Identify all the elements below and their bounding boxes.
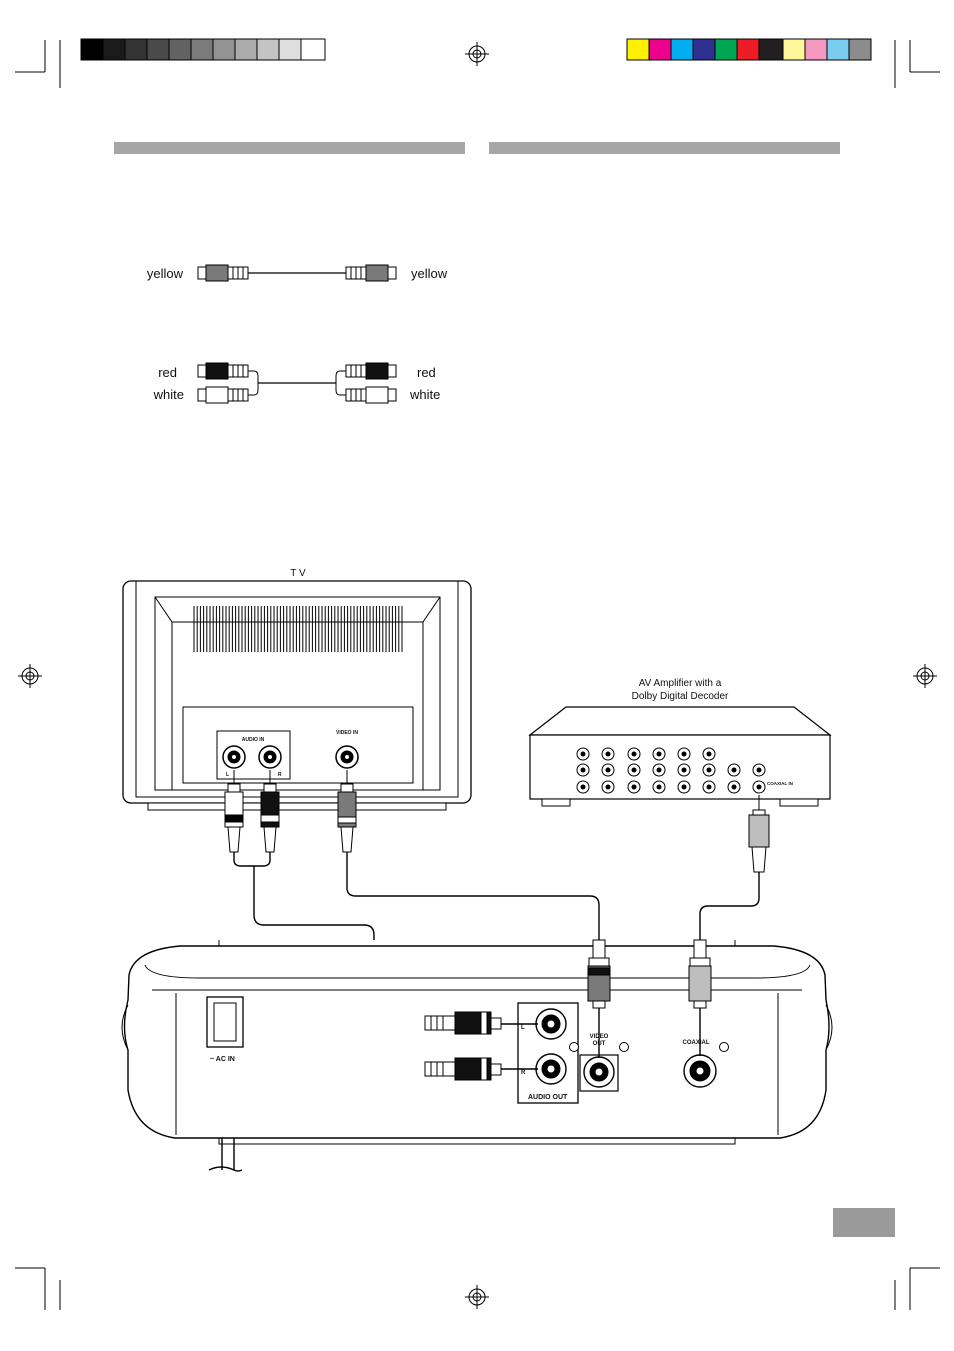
coaxial-out-label: COAXIAL xyxy=(683,1040,710,1046)
tv-vent-grille xyxy=(193,606,403,652)
amp-jack xyxy=(652,780,666,794)
player-audio-l-jack xyxy=(535,1008,567,1040)
audio-white-right-label: white xyxy=(409,387,440,402)
tv-title: T V xyxy=(290,568,306,579)
white-plug-right xyxy=(345,386,397,404)
crop-marks xyxy=(15,40,940,1310)
amp-jack xyxy=(652,747,666,761)
grayscale-strip xyxy=(80,38,326,61)
red-plug-left xyxy=(197,362,249,380)
video-right-label: yellow xyxy=(411,266,448,281)
amp-coaxial-in-label: COAXIAL IN xyxy=(767,781,793,786)
tv-red-audio-plug xyxy=(260,770,280,853)
player-audio-l-plug xyxy=(424,1011,538,1035)
amp-jack xyxy=(727,763,741,777)
yellow-plug-left xyxy=(197,264,249,282)
amp-jack xyxy=(677,763,691,777)
registration-target-left xyxy=(18,664,42,688)
amp-jack xyxy=(702,747,716,761)
audio-out-l-label: L xyxy=(521,1025,525,1031)
amp-jack xyxy=(576,780,590,794)
amp-jack xyxy=(576,763,590,777)
player-coax-plug xyxy=(688,939,712,1056)
amp-jack xyxy=(652,763,666,777)
amp-jack xyxy=(752,780,766,794)
amp-jack xyxy=(627,747,641,761)
tv-audio-l-jack xyxy=(222,745,246,769)
tv-audio-left-label: L xyxy=(226,772,229,778)
amp-jack xyxy=(752,763,766,777)
ac-in-label: ~ AC IN xyxy=(210,1056,235,1063)
audio-red-right-label: red xyxy=(417,365,436,380)
amp-jack xyxy=(627,780,641,794)
header-bar-left xyxy=(114,142,465,154)
header-bar-right xyxy=(489,142,840,154)
amp-jack xyxy=(601,780,615,794)
audio-cable-legend: red white red white xyxy=(153,362,440,404)
amp-jack xyxy=(702,780,716,794)
registration-target-bottom xyxy=(465,1285,489,1309)
amp-title-line2: Dolby Digital Decoder xyxy=(632,691,729,702)
amp-jack xyxy=(702,763,716,777)
tv-audio-r-jack xyxy=(258,745,282,769)
player-audio-r-plug xyxy=(424,1057,538,1081)
page-number-box xyxy=(833,1208,895,1237)
amp-jack xyxy=(727,780,741,794)
audio-out-label: AUDIO OUT xyxy=(528,1094,568,1101)
video-left-label: yellow xyxy=(147,266,184,281)
tv-video-in-jack xyxy=(335,745,359,769)
amp-coax-plug xyxy=(748,795,770,873)
amp-jack xyxy=(627,763,641,777)
player-audio-r-jack xyxy=(535,1053,567,1085)
amp-jack-grid xyxy=(576,747,766,794)
red-plug-right xyxy=(345,362,397,380)
amp-jack xyxy=(601,747,615,761)
tv-video-plug xyxy=(337,770,357,853)
tv-white-audio-plug xyxy=(224,770,244,853)
amp-jack xyxy=(677,780,691,794)
amp-title-line1: AV Amplifier with a xyxy=(639,678,722,689)
registration-target-top xyxy=(465,42,489,66)
registration-target-right xyxy=(913,664,937,688)
audio-out-r-label: R xyxy=(521,1070,526,1076)
color-strip xyxy=(626,38,872,61)
player-video-out-jack xyxy=(583,1056,615,1088)
tv-video-in-label: VIDEO IN xyxy=(336,730,358,736)
player-coaxial-jack xyxy=(683,1054,717,1088)
player-video-plug xyxy=(587,939,611,1058)
yellow-plug-right xyxy=(345,264,397,282)
white-plug-left xyxy=(197,386,249,404)
dvd-player-rear: ~ AC IN AUDIO OUT L R VIDEO OUT COAXIAL xyxy=(121,940,833,1145)
audio-red-left-label: red xyxy=(158,365,177,380)
tv-back-panel: T V AUDIO IN L R VIDEO IN xyxy=(122,568,472,811)
amp-jack xyxy=(677,747,691,761)
audio-white-left-label: white xyxy=(153,387,184,402)
av-amplifier: AV Amplifier with a Dolby Digital Decode… xyxy=(528,678,832,807)
video-cable-legend: yellow yellow xyxy=(147,264,448,282)
amp-jack xyxy=(576,747,590,761)
tv-audio-in-label: AUDIO IN xyxy=(242,737,265,743)
tv-audio-right-label: R xyxy=(278,772,282,778)
amp-jack xyxy=(601,763,615,777)
